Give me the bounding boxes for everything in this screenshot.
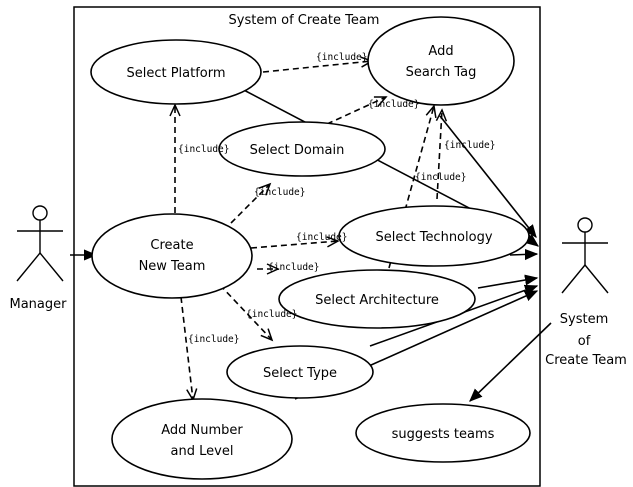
include-label: {include}	[316, 52, 367, 63]
connectors	[70, 56, 552, 402]
include-create-to-number-level	[180, 296, 198, 402]
use-case-label: Select Domain	[250, 143, 345, 158]
system-actor-label-line-3: Create Team	[545, 353, 627, 368]
manager-label: Manager	[10, 297, 68, 312]
include-label: {include}	[368, 99, 419, 110]
include-label: {include}	[178, 144, 229, 155]
include-label: {include}	[268, 262, 319, 273]
include-platform-to-search-tag	[262, 56, 374, 73]
use-case-label: Select Type	[263, 366, 337, 381]
use-case-select-domain[interactable]: Select Domain	[218, 121, 386, 177]
association-search-tag-to-system	[439, 115, 536, 237]
stick-figure-icon	[561, 217, 609, 294]
use-case-label-line-2: Search Tag	[406, 65, 477, 80]
use-case-add-number-and-level[interactable]: Add Number and Level	[111, 398, 293, 480]
stick-figure-icon	[16, 205, 64, 282]
use-case-label: Select Platform	[126, 66, 225, 81]
include-label: {include}	[188, 334, 239, 345]
include-architecture-to-search-tag	[388, 104, 437, 269]
use-case-label-line-2: and Level	[171, 444, 234, 459]
include-label: {include}	[246, 309, 297, 320]
use-case-label: Select Architecture	[315, 293, 439, 308]
use-case-select-type[interactable]: Select Type	[226, 345, 374, 399]
use-case-label-line-1: Add Number	[161, 423, 243, 438]
association-architecture-to-system	[477, 278, 537, 289]
include-create-to-type	[219, 284, 274, 342]
use-case-label-line-1: Add	[428, 44, 453, 59]
use-case-create-new-team[interactable]: Create New Team	[91, 213, 253, 299]
association-technology-to-system-2	[509, 254, 537, 255]
use-case-label-line-1: Create	[150, 238, 193, 253]
include-label: {include}	[254, 187, 305, 198]
include-technology-to-search-tag	[435, 108, 448, 200]
system-actor[interactable]: System of Create Team	[545, 217, 627, 368]
use-case-add-search-tag[interactable]: Add Search Tag	[367, 16, 515, 106]
system-boundary-title: System of Create Team	[229, 13, 380, 28]
use-case-select-platform[interactable]: Select Platform	[90, 39, 262, 105]
association-system-to-suggests-teams	[470, 322, 552, 401]
include-label: {include}	[415, 172, 466, 183]
system-boundary: System of Create Team	[73, 6, 541, 487]
use-case-suggests-teams[interactable]: suggests teams	[355, 403, 531, 463]
include-create-to-technology	[250, 236, 340, 249]
use-case-label: suggests teams	[392, 427, 495, 442]
include-domain-to-search-tag	[326, 96, 388, 125]
use-case-select-architecture[interactable]: Select Architecture	[278, 269, 476, 329]
include-label: {include}	[296, 232, 347, 243]
system-actor-label-line-1: System	[560, 312, 608, 327]
manager-actor[interactable]: Manager	[10, 205, 68, 312]
include-labels: {include} {include} {include} {include} …	[178, 52, 495, 345]
use-case-select-technology[interactable]: Select Technology	[338, 205, 530, 267]
use-case-label-line-2: New Team	[139, 259, 206, 274]
use-case-label: Select Technology	[375, 230, 492, 245]
system-actor-label-line-2: of	[578, 334, 591, 349]
include-label: {include}	[444, 140, 495, 151]
include-create-to-domain	[230, 182, 272, 224]
